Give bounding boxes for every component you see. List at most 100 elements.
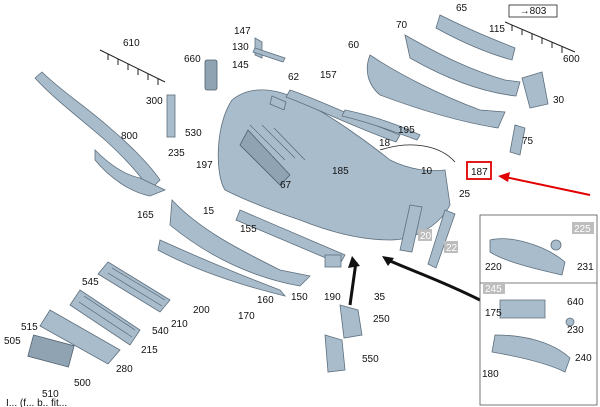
label-231: 231	[577, 262, 594, 273]
label-35: 35	[374, 292, 386, 303]
arrow-head-panel	[382, 256, 394, 266]
bracket-30	[521, 71, 549, 109]
label-150: 150	[291, 292, 308, 303]
label-30: 30	[553, 95, 565, 106]
label-15: 15	[203, 206, 215, 217]
label-505: 505	[4, 336, 21, 347]
label-220: 220	[485, 262, 502, 273]
crossmember-70	[404, 34, 521, 97]
grille-540-lines	[78, 295, 136, 338]
label-240: 240	[575, 353, 592, 364]
detail-grille-240	[491, 334, 571, 373]
part-75	[509, 124, 526, 156]
arrow-to-panel	[387, 258, 481, 302]
grille-545-lines	[107, 267, 166, 307]
label-280: 280	[116, 364, 133, 375]
carrier-60	[366, 54, 506, 129]
arrow-head-190	[348, 256, 360, 268]
gray-box-225	[572, 222, 594, 234]
grille-67	[239, 129, 291, 186]
beam-65	[435, 14, 516, 61]
label-660: 660	[184, 54, 201, 65]
label-640: 640	[567, 297, 584, 308]
part-550	[324, 334, 346, 373]
label-147: 147	[234, 26, 251, 37]
detail-part-175	[499, 299, 546, 319]
label-250: 250	[373, 314, 390, 325]
strip-195	[341, 109, 421, 141]
arrow-to-187	[379, 144, 456, 163]
bracket-300	[166, 94, 176, 138]
plate-500	[27, 334, 75, 368]
label-165: 165	[137, 210, 154, 221]
label-515: 515	[21, 322, 38, 333]
label-25: 25	[459, 189, 471, 200]
label-22: 22	[446, 243, 458, 254]
detail-part-230-shape	[565, 317, 575, 327]
label-115: 115	[489, 24, 505, 35]
label-145: 145	[232, 60, 249, 71]
label-300: 300	[146, 96, 163, 107]
label-155: 155	[240, 224, 257, 235]
trim-22	[427, 209, 456, 269]
label-550: 550	[362, 354, 379, 365]
part-190	[324, 254, 342, 268]
label-225: 225	[574, 224, 591, 235]
arrow-to-190	[348, 261, 358, 306]
red-arrow-head	[498, 172, 510, 182]
label-230: 230	[567, 325, 584, 336]
detail-part-231-shape	[550, 239, 562, 251]
reference-label: →803	[520, 6, 547, 17]
label-800: 800	[121, 131, 138, 142]
label-18: 18	[379, 138, 391, 149]
label-70: 70	[396, 20, 408, 31]
label-160: 160	[257, 295, 274, 306]
label-500: 500	[74, 378, 91, 389]
label-540: 540	[152, 326, 169, 337]
label-170: 170	[238, 311, 255, 322]
label-245: 245	[485, 284, 502, 295]
label-67: 67	[280, 180, 292, 191]
part-660	[204, 59, 218, 91]
label-195: 195	[398, 125, 415, 136]
strip-160	[157, 239, 287, 297]
gray-box-22	[444, 241, 458, 253]
label-215: 215	[141, 345, 158, 356]
tick-group-600	[504, 21, 576, 53]
label-200: 200	[193, 305, 210, 316]
label-190: 190	[324, 292, 341, 303]
label-157: 157	[320, 70, 337, 81]
gray-box-245	[483, 282, 505, 294]
label-65: 65	[456, 3, 468, 14]
label-545: 545	[82, 277, 99, 288]
label-175: 175	[485, 308, 502, 319]
grille-540	[69, 289, 141, 346]
label-610: 610	[123, 38, 140, 49]
footer-text: I... (f... b.. fit...	[6, 398, 67, 407]
detail-grille-220	[489, 238, 566, 276]
red-arrow	[504, 176, 591, 196]
label-530: 530	[185, 128, 202, 139]
label-600: 600	[563, 54, 580, 65]
label-185: 185	[332, 166, 349, 177]
trim-strip-800	[34, 71, 161, 191]
spoiler-15	[169, 199, 311, 287]
label-235: 235	[168, 148, 185, 159]
grille-215	[39, 309, 121, 365]
label-187: 187	[471, 167, 488, 178]
label-10: 10	[421, 166, 433, 177]
label-197: 197	[196, 160, 213, 171]
trim-20	[399, 204, 423, 253]
grille-545	[97, 261, 171, 313]
part-62	[269, 95, 287, 111]
label-62: 62	[288, 72, 300, 83]
reference-box	[508, 4, 558, 18]
gray-box-20	[418, 229, 432, 241]
label-20: 20	[420, 231, 432, 242]
label-130: 130	[232, 42, 249, 53]
label-75: 75	[522, 136, 534, 147]
bumper-grille-opening	[249, 124, 306, 161]
label-210: 210	[171, 319, 188, 330]
tick-group-610	[99, 49, 166, 85]
